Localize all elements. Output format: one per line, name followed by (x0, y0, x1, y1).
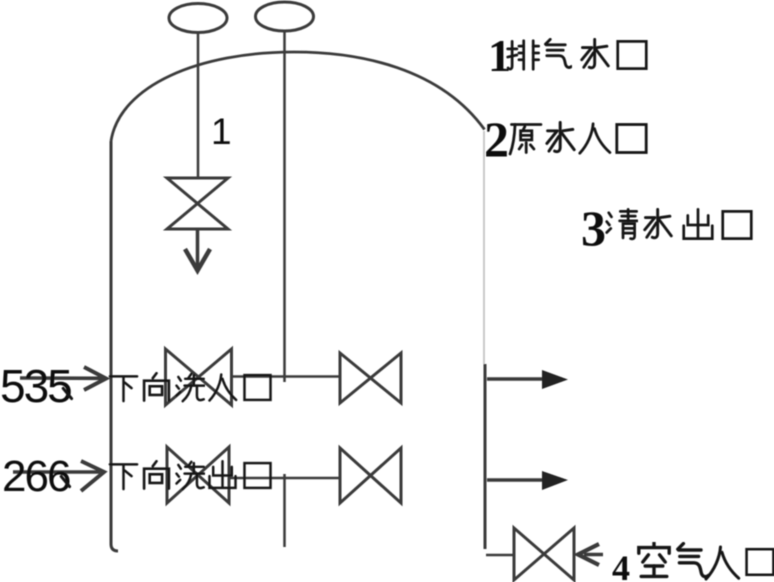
svg-text:2: 2 (484, 111, 509, 167)
svg-text:1: 1 (211, 111, 232, 152)
svg-text:1: 1 (488, 30, 511, 81)
svg-text:3: 3 (581, 200, 606, 256)
svg-text:535: 535 (0, 360, 71, 412)
svg-text:4: 4 (612, 548, 630, 582)
